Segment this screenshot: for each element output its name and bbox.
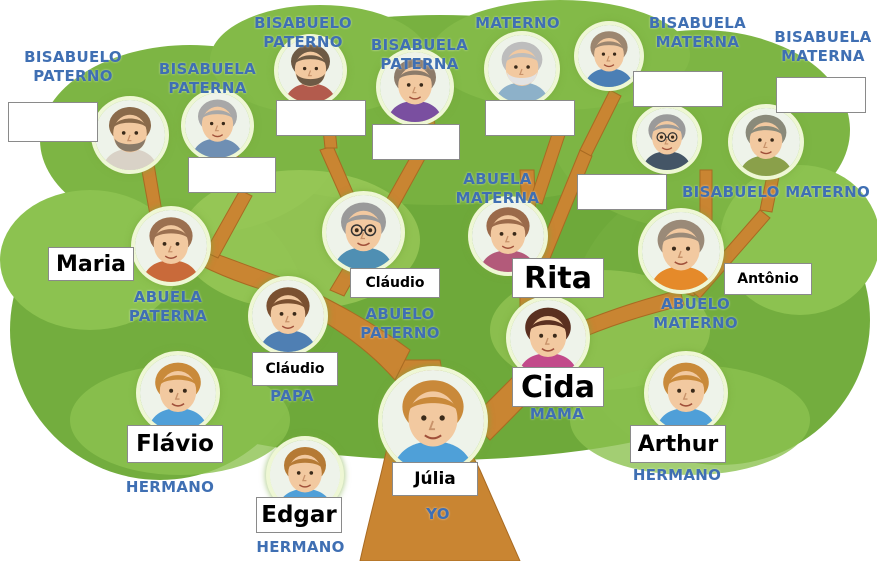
grandmother-icon xyxy=(135,210,207,282)
empty-name-box[interactable] xyxy=(276,100,366,136)
empty-name-box[interactable] xyxy=(485,100,575,136)
boy-icon xyxy=(140,355,216,431)
role-yo: YO xyxy=(426,505,450,523)
role-mama: MAMA xyxy=(529,405,585,423)
role-bisabuelo-paterno-2: BISABUELO PATERNO xyxy=(254,14,352,51)
role-abuela-paterna: ABUELA PATERNA xyxy=(128,288,208,325)
father-icon xyxy=(252,280,324,352)
role-bisabuelo-materno-1: MATERNO xyxy=(475,14,560,32)
role-papa: PAPA xyxy=(270,387,314,405)
role-bisabuelo-paterno-1: BISABUELO PATERNO xyxy=(24,48,122,85)
name-box-arthur[interactable]: Arthur xyxy=(630,425,726,463)
empty-name-box[interactable] xyxy=(577,174,667,210)
empty-name-box[interactable] xyxy=(372,124,460,160)
role-bisabuela-materna-2: BISABUELA MATERNA xyxy=(774,28,872,65)
name-box-claudio-avo[interactable]: Cláudio xyxy=(350,268,440,298)
role-bisabuelo-materno-2: BISABUELO MATERNO xyxy=(681,183,871,201)
empty-name-box[interactable] xyxy=(188,157,276,193)
old-woman-purple-icon xyxy=(380,52,450,122)
role-abuela-materna: ABUELA MATERNA xyxy=(455,170,540,207)
boy-icon xyxy=(648,355,724,431)
role-hermano-3: HERMANO xyxy=(632,466,722,484)
mother-icon xyxy=(510,300,586,376)
empty-name-box[interactable] xyxy=(8,102,98,142)
name-box-claudio-pai[interactable]: Cláudio xyxy=(252,352,338,386)
name-box-julia[interactable]: Júlia xyxy=(392,462,478,496)
old-man-glasses-icon xyxy=(636,108,698,170)
empty-name-box[interactable] xyxy=(633,71,723,107)
old-woman-green-icon xyxy=(732,108,800,176)
white-beard-old-man-icon xyxy=(488,35,556,103)
role-abuelo-paterno: ABUELO PATERNO xyxy=(360,305,440,342)
old-woman-icon xyxy=(185,93,250,158)
bearded-old-man-icon xyxy=(95,100,165,170)
name-box-flavio[interactable]: Flávio xyxy=(127,425,223,463)
role-hermano-2: HERMANO xyxy=(256,538,345,556)
name-box-rita[interactable]: Rita xyxy=(512,258,604,298)
grandfather-glasses-icon xyxy=(326,195,401,270)
bearded-old-man-icon xyxy=(278,38,343,103)
old-woman-blue-icon xyxy=(578,25,640,87)
role-bisabuela-materna-1: BISABUELA MATERNA xyxy=(648,14,747,51)
role-abuelo-materno: ABUELO MATERNO xyxy=(653,295,738,332)
empty-name-box[interactable] xyxy=(776,77,866,113)
name-box-maria[interactable]: Maria xyxy=(48,247,134,281)
name-box-antonio[interactable]: Antônio xyxy=(724,263,812,295)
role-hermano-1: HERMANO xyxy=(125,478,215,496)
role-bisabuela-paterna-1: BISABUELA PATERNA xyxy=(158,60,257,97)
name-box-cida[interactable]: Cida xyxy=(512,367,604,407)
role-bisabuela-paterna-2: BISABUELA PATERNA xyxy=(370,36,469,73)
child-smiling-icon xyxy=(382,370,484,472)
grandfather-icon xyxy=(642,212,720,290)
name-box-edgar[interactable]: Edgar xyxy=(256,497,342,533)
